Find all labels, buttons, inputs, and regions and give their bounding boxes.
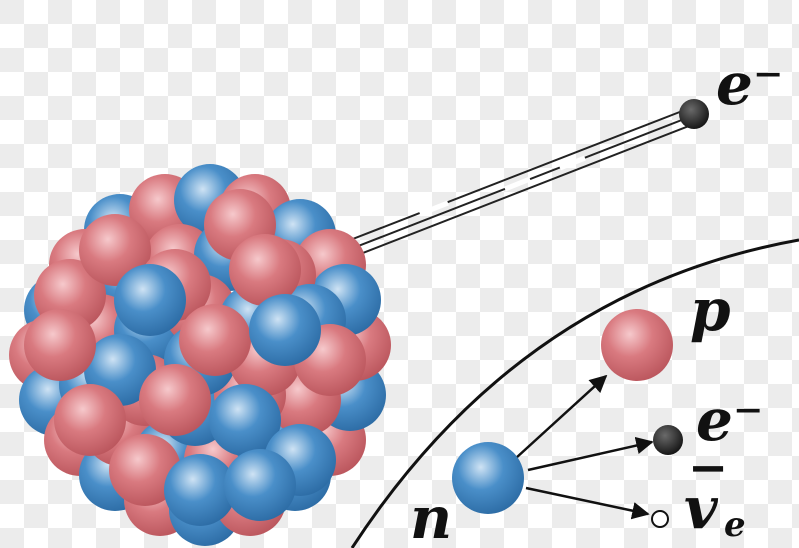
- electron-particle: [653, 425, 683, 455]
- arrow-to-antineutrino: [525, 486, 650, 520]
- nucleus-neutron-54: [224, 449, 296, 521]
- nucleus-proton-41: [79, 214, 151, 286]
- arrow-to-electron: [527, 436, 654, 472]
- nucleus: [9, 164, 391, 546]
- emitted-electron-label: e⁻: [716, 50, 784, 118]
- nucleus-neutron-57: [249, 294, 321, 366]
- emitted-electron: [679, 99, 709, 129]
- antineutrino-particle: [651, 510, 669, 528]
- proton-label: p: [690, 276, 731, 344]
- nucleus-proton-46: [24, 309, 96, 381]
- nucleus-proton-55: [179, 304, 251, 376]
- neutron-particle: [452, 442, 524, 514]
- neutron-label: n: [410, 484, 452, 548]
- proton-particle: [601, 309, 673, 381]
- nucleus-neutron-56: [114, 264, 186, 336]
- nucleus-proton-47: [54, 384, 126, 456]
- nucleus-neutron-49: [209, 384, 281, 456]
- nucleus-proton-43: [229, 234, 301, 306]
- electron-label: e⁻: [696, 386, 764, 454]
- decay-boundary-arc: [350, 238, 799, 548]
- antineutrino-bar: −: [688, 440, 728, 496]
- nucleus-neutron-53: [164, 454, 236, 526]
- electron-trail-gaps: [419, 155, 586, 217]
- antineutrino-subscript: e: [724, 505, 746, 545]
- arrow-to-proton: [515, 374, 608, 459]
- nucleus-proton-52: [109, 434, 181, 506]
- antineutrino-label: v: [684, 474, 719, 542]
- nucleus-proton-48: [139, 364, 211, 436]
